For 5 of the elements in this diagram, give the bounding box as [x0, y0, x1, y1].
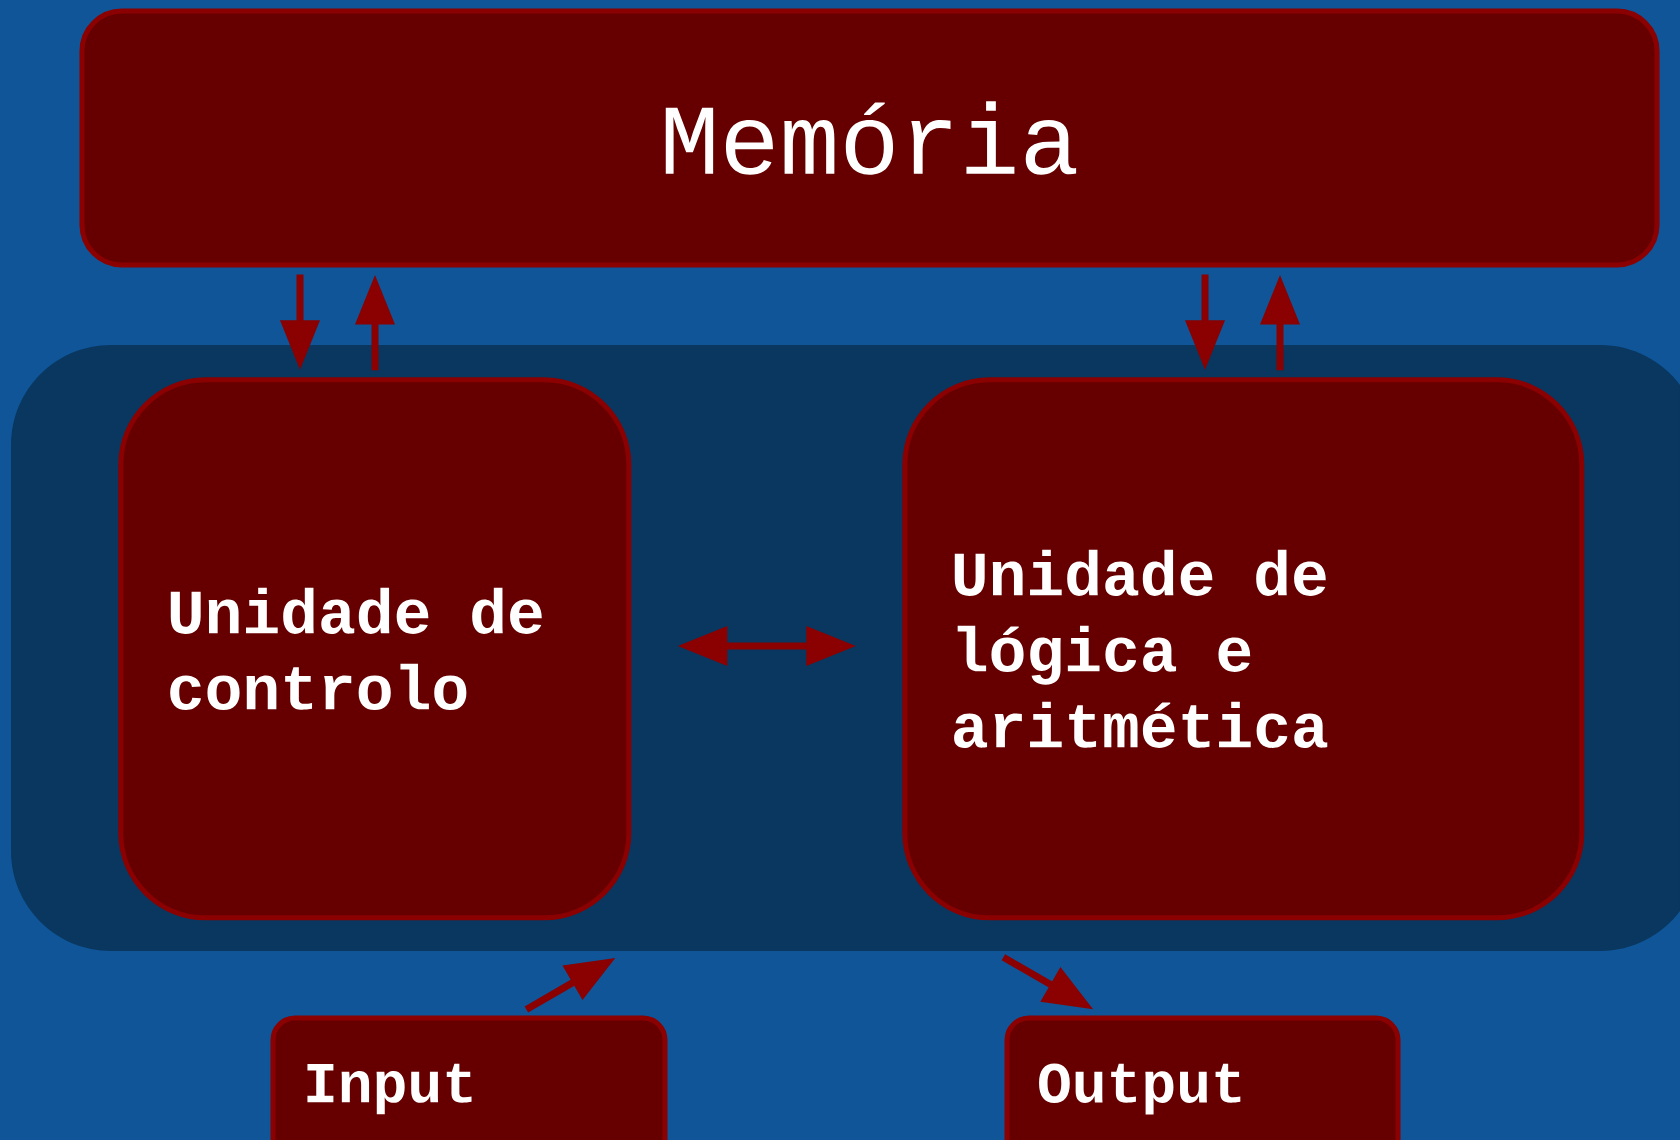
unit-box: Unidade de lógica e aritmética — [902, 377, 1585, 921]
io-box: Input — [270, 1015, 668, 1140]
memory-box: Memória — [79, 8, 1660, 268]
unit-box: Unidade de controlo — [118, 377, 632, 921]
io-box: Output — [1004, 1015, 1401, 1140]
